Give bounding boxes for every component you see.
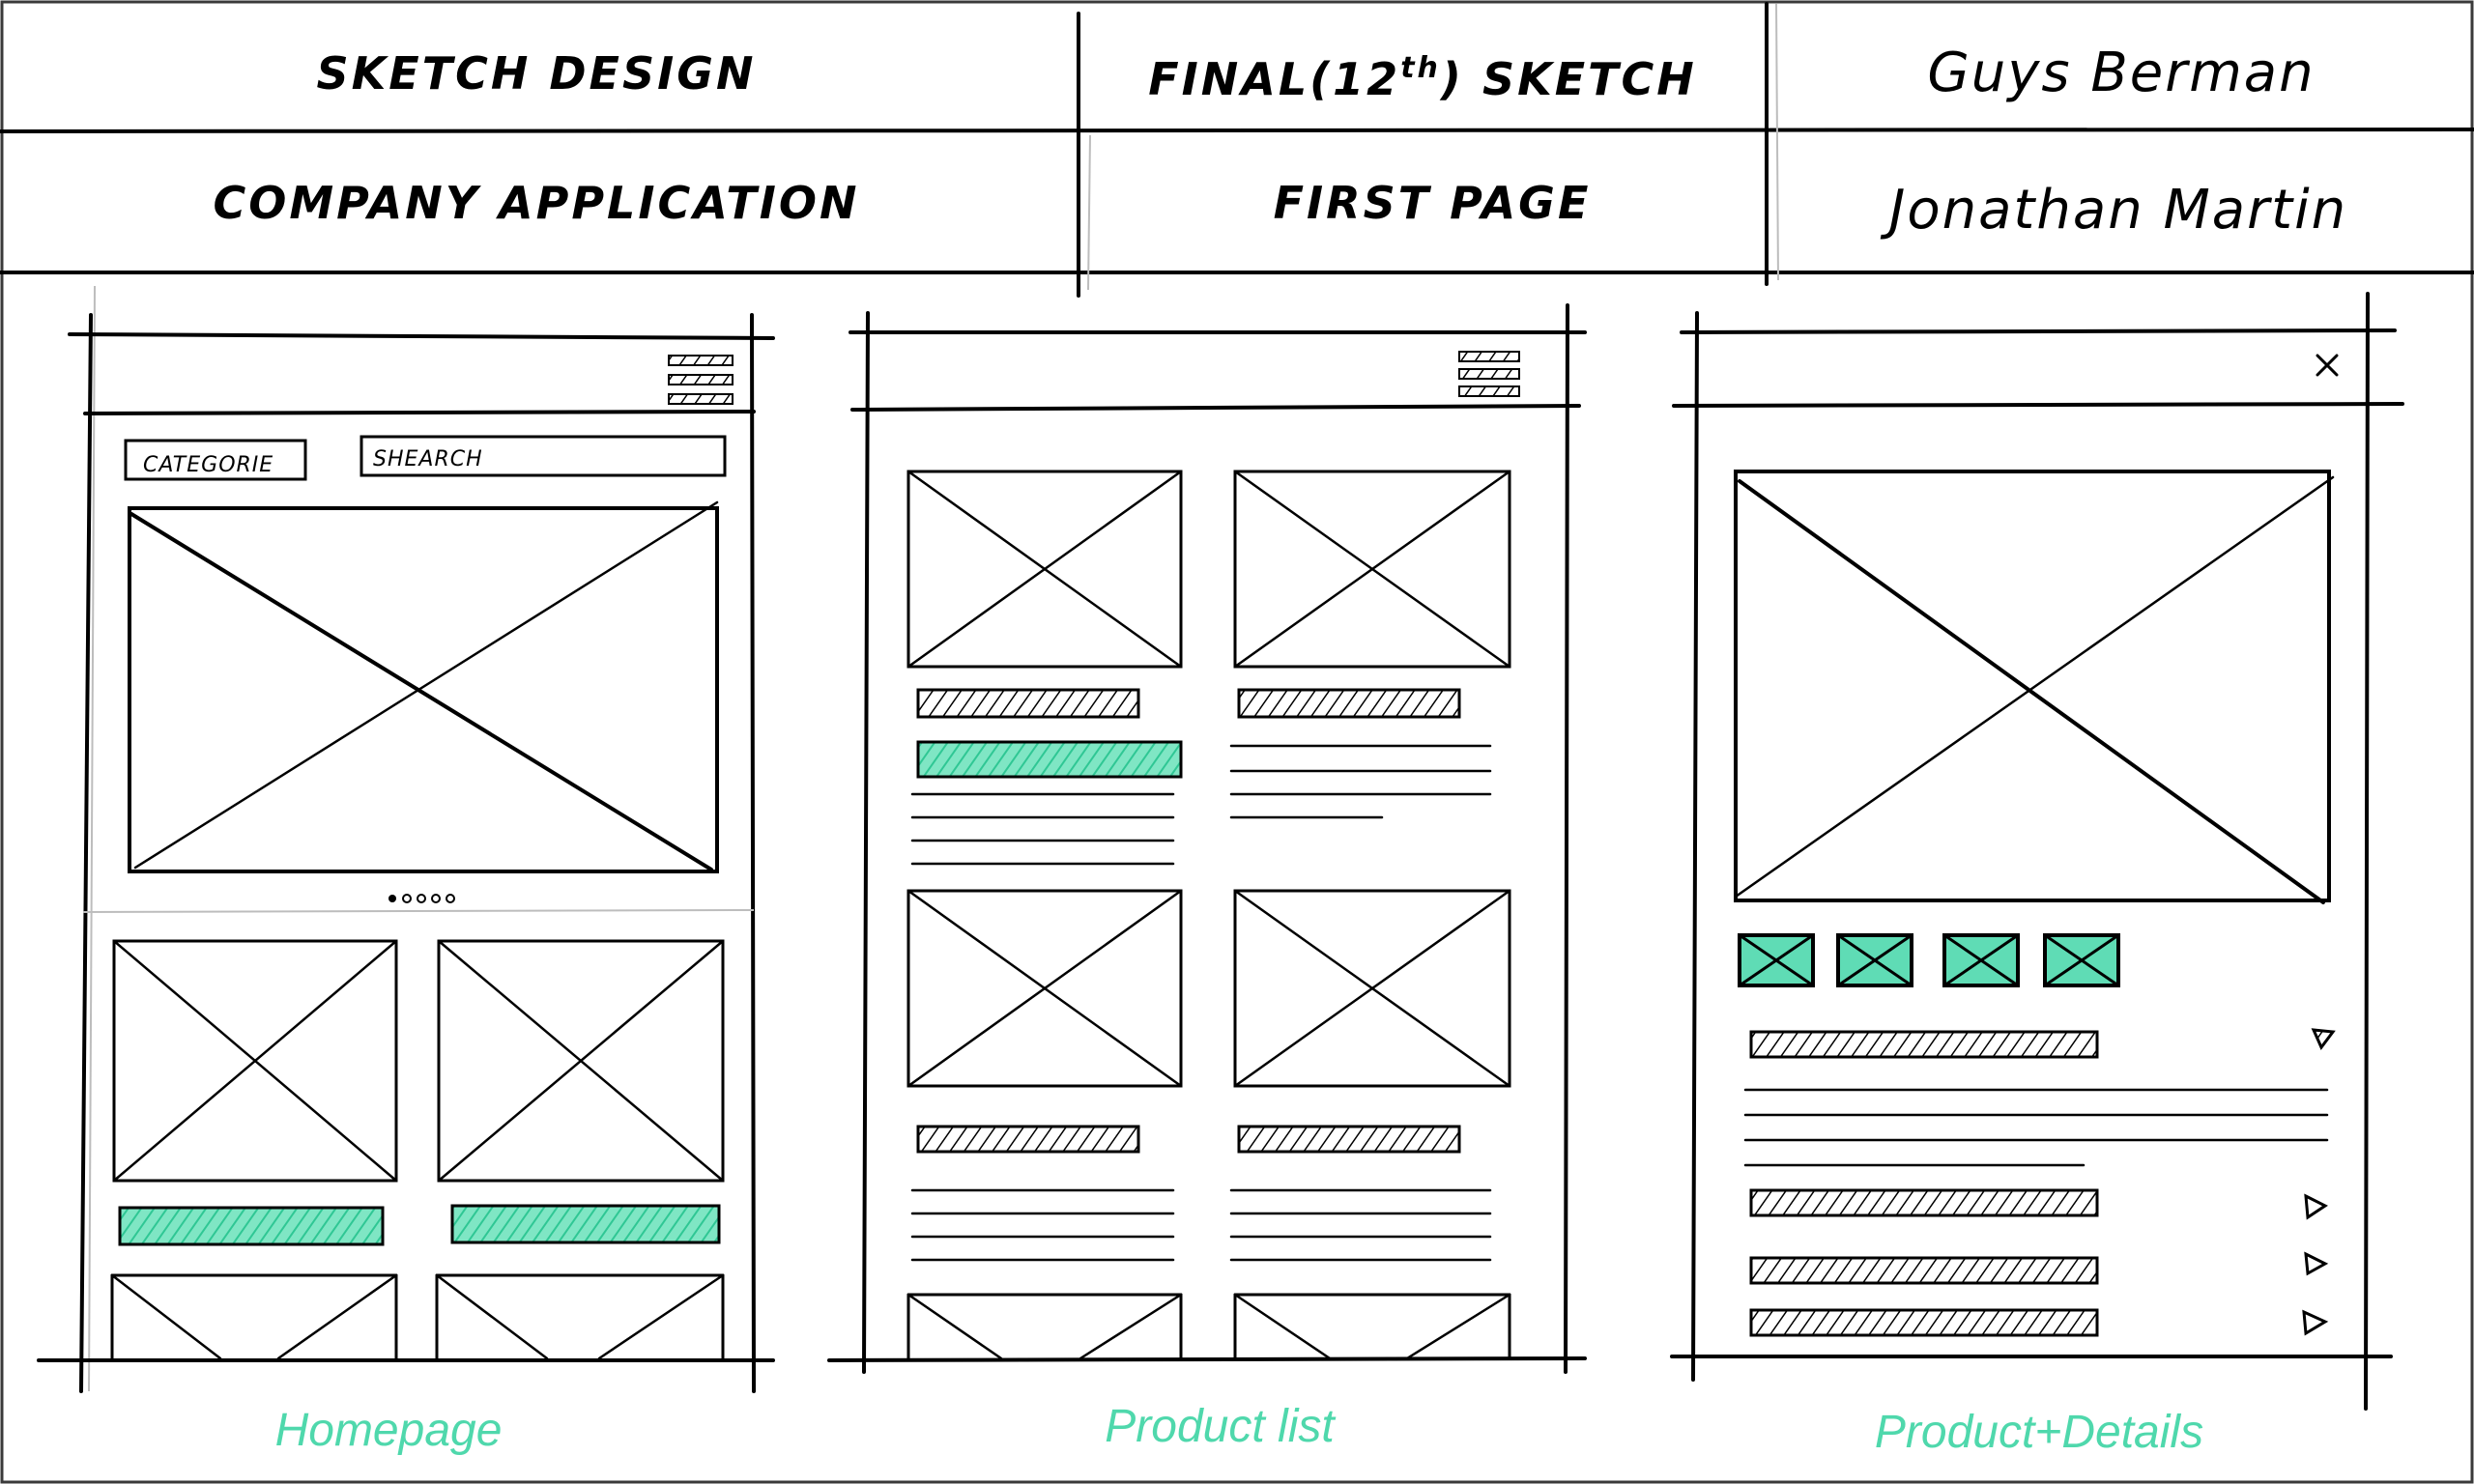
product-card-4[interactable] bbox=[435, 1273, 725, 1360]
detail-section-2[interactable] bbox=[1749, 1188, 2328, 1220]
expand-icon[interactable] bbox=[2311, 1028, 2336, 1050]
detail-section-3[interactable] bbox=[1749, 1251, 2329, 1285]
product-list-wireframe: Product list bbox=[827, 303, 1587, 1452]
thumbnail-2[interactable] bbox=[1836, 933, 1913, 987]
project-name: COMPANY APPLICATION bbox=[213, 177, 859, 229]
sheet-version: FINAL(12th) SKETCH bbox=[1148, 51, 1697, 105]
menu-icon[interactable] bbox=[668, 355, 734, 405]
collapse-icon[interactable] bbox=[2304, 1251, 2329, 1276]
close-icon[interactable] bbox=[2316, 354, 2339, 377]
list-item-6[interactable] bbox=[1233, 1293, 1511, 1360]
list-item-5[interactable] bbox=[906, 1293, 1183, 1360]
list-item-1[interactable] bbox=[906, 470, 1183, 866]
product-card-2[interactable] bbox=[437, 939, 725, 1183]
card-1-button[interactable] bbox=[118, 1206, 385, 1246]
thumbnail-3[interactable] bbox=[1942, 933, 2020, 987]
thumbnail-1[interactable] bbox=[1738, 933, 1815, 987]
thumbnail-gallery[interactable] bbox=[1738, 933, 2120, 987]
detail-section-4[interactable] bbox=[1749, 1308, 2329, 1337]
menu-icon-list[interactable] bbox=[1458, 351, 1520, 397]
homepage-caption: Homepage bbox=[275, 1405, 503, 1456]
product-details-caption: Product+Details bbox=[1875, 1407, 2203, 1458]
author-jonathan: Jonathan Martin bbox=[1880, 179, 2347, 242]
card-2-button[interactable] bbox=[450, 1204, 721, 1244]
search-input[interactable]: SHEARCH bbox=[360, 435, 727, 477]
page-name: FIRST PAGE bbox=[1274, 177, 1592, 229]
title-block: SKETCH DESIGN FINAL(12th) SKETCH Guys Be… bbox=[0, 2, 2474, 298]
search-label: SHEARCH bbox=[373, 447, 483, 471]
carousel-dots[interactable] bbox=[388, 894, 455, 903]
detail-section-1[interactable] bbox=[1743, 1028, 2336, 1167]
product-image-placeholder bbox=[1734, 470, 2335, 904]
product-card-1[interactable] bbox=[112, 939, 398, 1183]
hero-image-placeholder bbox=[128, 500, 719, 873]
product-details-wireframe: Product+Details bbox=[1670, 292, 2404, 1458]
list-item-4[interactable] bbox=[1229, 889, 1511, 1262]
sheet-title: SKETCH DESIGN bbox=[317, 47, 757, 100]
collapse-icon[interactable] bbox=[2302, 1309, 2329, 1336]
list-item-3[interactable] bbox=[906, 889, 1183, 1262]
product-card-3[interactable] bbox=[110, 1273, 398, 1360]
product-list-caption: Product list bbox=[1105, 1401, 1336, 1452]
list-item-2[interactable] bbox=[1229, 470, 1511, 819]
category-label: CATEGORIE bbox=[143, 453, 273, 477]
thumbnail-4[interactable] bbox=[2043, 933, 2120, 987]
category-dropdown[interactable]: CATEGORIE bbox=[124, 439, 307, 481]
author-guys: Guys Berman bbox=[1927, 42, 2315, 104]
homepage-wireframe: CATEGORIE SHEARCH bbox=[37, 285, 775, 1456]
collapse-icon[interactable] bbox=[2304, 1193, 2328, 1220]
